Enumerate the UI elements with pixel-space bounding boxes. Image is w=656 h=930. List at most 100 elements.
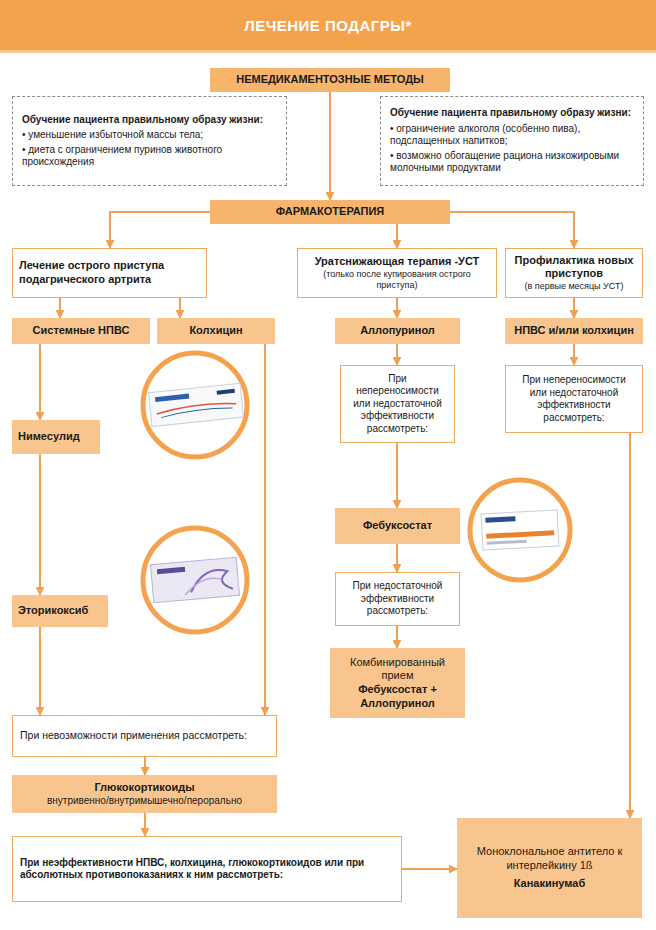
package-box <box>148 383 243 426</box>
condition-box: При непереносимости или недостаточной эф… <box>505 365 643 433</box>
condition-box: При невозможности применения рассмотреть… <box>12 715 277 757</box>
connector <box>396 443 398 508</box>
package-band <box>486 530 554 539</box>
node-text: При непереносимости или недостаточной эф… <box>348 373 447 436</box>
connector <box>396 224 398 248</box>
advice-box: Обучение пациента правильному образу жиз… <box>12 96 287 186</box>
connector <box>144 813 146 836</box>
node-text: Профилактика новых приступов <box>512 254 636 282</box>
drug-box: Колхицин <box>157 318 275 344</box>
connector <box>396 344 398 365</box>
node-text: Эторикоксиб <box>18 604 102 618</box>
connector <box>450 212 574 248</box>
package-band <box>487 540 527 545</box>
connector <box>396 298 398 318</box>
connector <box>179 298 181 318</box>
node-text: Аллопуринол <box>341 324 454 338</box>
node-text: ФАРМАКОТЕРАПИЯ <box>218 205 442 219</box>
node-text: Нимесулид <box>18 430 94 444</box>
connector <box>39 454 41 595</box>
node-text: • возможно обогащение рациона низкожиров… <box>390 150 634 175</box>
node-text: Глюкокортикоиды <box>18 781 271 795</box>
package-swoosh <box>156 401 236 414</box>
diagram-title: ЛЕЧЕНИЕ ПОДАГРЫ* <box>244 17 412 34</box>
package-box <box>151 557 240 602</box>
connector <box>402 868 457 870</box>
drug-box: Системные НПВС <box>12 318 150 344</box>
node-text: внутривенно/внутримышечно/перорально <box>18 795 271 808</box>
connector <box>629 433 631 818</box>
package-box <box>481 510 559 550</box>
advice-box: Обучение пациента правильному образу жиз… <box>380 96 644 186</box>
node-text: При недостаточной эффективности рассмотр… <box>343 580 452 618</box>
connector <box>110 212 210 248</box>
node-text: Обучение пациента правильному образу жиз… <box>390 107 634 120</box>
condition-box: При неэффективности НПВС, колхицина, глю… <box>12 836 402 902</box>
package-label <box>157 567 185 574</box>
node-text: (только после купирования острого присту… <box>304 269 490 292</box>
node-text: • уменьшение избыточной массы тела; <box>22 129 277 142</box>
drug-box: Глюкокортикоидывнутривенно/внутримышечно… <box>12 775 277 813</box>
photo-frame <box>143 353 247 457</box>
drug-photo <box>143 528 247 632</box>
node-text: При невозможности применения рассмотреть… <box>20 729 269 742</box>
node-text: Моноклональное антитело к интерлейкину 1… <box>463 845 636 873</box>
connector <box>59 298 61 318</box>
connector <box>39 344 41 420</box>
package-label <box>485 516 515 523</box>
title-banner <box>0 0 656 50</box>
drug-box: НПВС и/или колхицин <box>505 318 643 344</box>
node-text: НПВС и/или колхицин <box>511 324 637 338</box>
drug-package <box>151 557 240 602</box>
node-text: Системные НПВС <box>18 324 144 338</box>
connector <box>39 627 41 715</box>
drug-package <box>481 510 559 550</box>
package-label <box>155 394 189 403</box>
drug-box: Эторикоксиб <box>12 595 108 627</box>
node-text: Фебуксостат + Аллопуринол <box>336 683 459 711</box>
node-text: НЕМЕДИКАМЕНТОЗНЫЕ МЕТОДЫ <box>218 73 442 87</box>
drug-photo <box>470 480 570 580</box>
node-text: Фебуксостат <box>341 519 454 533</box>
drug-box: Моноклональное антитело к интерлейкину 1… <box>457 818 642 918</box>
package-swirl <box>184 577 223 595</box>
drug-box: Аллопуринол <box>335 318 460 344</box>
photo-frame <box>143 528 247 632</box>
connector <box>573 298 575 318</box>
category-box: Лечение острого приступа подагрического … <box>12 248 207 298</box>
section-header: НЕМЕДИКАМЕНТОЗНЫЕ МЕТОДЫ <box>210 68 450 92</box>
package-swirl <box>189 569 233 592</box>
drug-photo <box>143 353 247 457</box>
drug-package <box>148 383 243 426</box>
node-text: (в первые месяцы УСТ) <box>512 281 636 292</box>
condition-box: При недостаточной эффективности рассмотр… <box>335 572 460 626</box>
package-label <box>217 389 235 395</box>
node-text: Комбинированный прием <box>336 656 459 684</box>
drug-box: Нимесулид <box>12 420 100 454</box>
condition-box: При непереносимости или недостаточной эф… <box>340 365 455 443</box>
node-text: При непереносимости или недостаточной эф… <box>513 374 635 424</box>
connector <box>329 92 331 200</box>
node-text: Уратснижающая терапия -УСТ <box>304 255 490 269</box>
connector <box>396 544 398 572</box>
connector <box>573 344 575 365</box>
section-header: ФАРМАКОТЕРАПИЯ <box>210 200 450 224</box>
package-swoosh <box>161 407 233 418</box>
photo-frame <box>470 480 570 580</box>
connector <box>144 757 146 775</box>
drug-box: Комбинированный приемФебуксостат + Аллоп… <box>330 648 465 718</box>
node-text: • диета с ограничением пуринов животного… <box>22 144 277 169</box>
node-text: При неэффективности НПВС, колхицина, глю… <box>20 857 394 882</box>
node-text: Колхицин <box>163 324 269 338</box>
node-text: Канакинумаб <box>463 877 636 891</box>
title-band: ЛЕЧЕНИЕ ПОДАГРЫ* <box>0 0 656 50</box>
connector <box>264 344 266 715</box>
drug-box: Фебуксостат <box>335 508 460 544</box>
title-banner-stripe <box>0 50 656 53</box>
connector <box>396 626 398 648</box>
node-text: • ограничение алкоголя (особенно пива), … <box>390 123 634 148</box>
category-box: Профилактика новых приступов(в первые ме… <box>505 248 643 298</box>
node-text: Обучение пациента правильному образу жиз… <box>22 114 277 127</box>
